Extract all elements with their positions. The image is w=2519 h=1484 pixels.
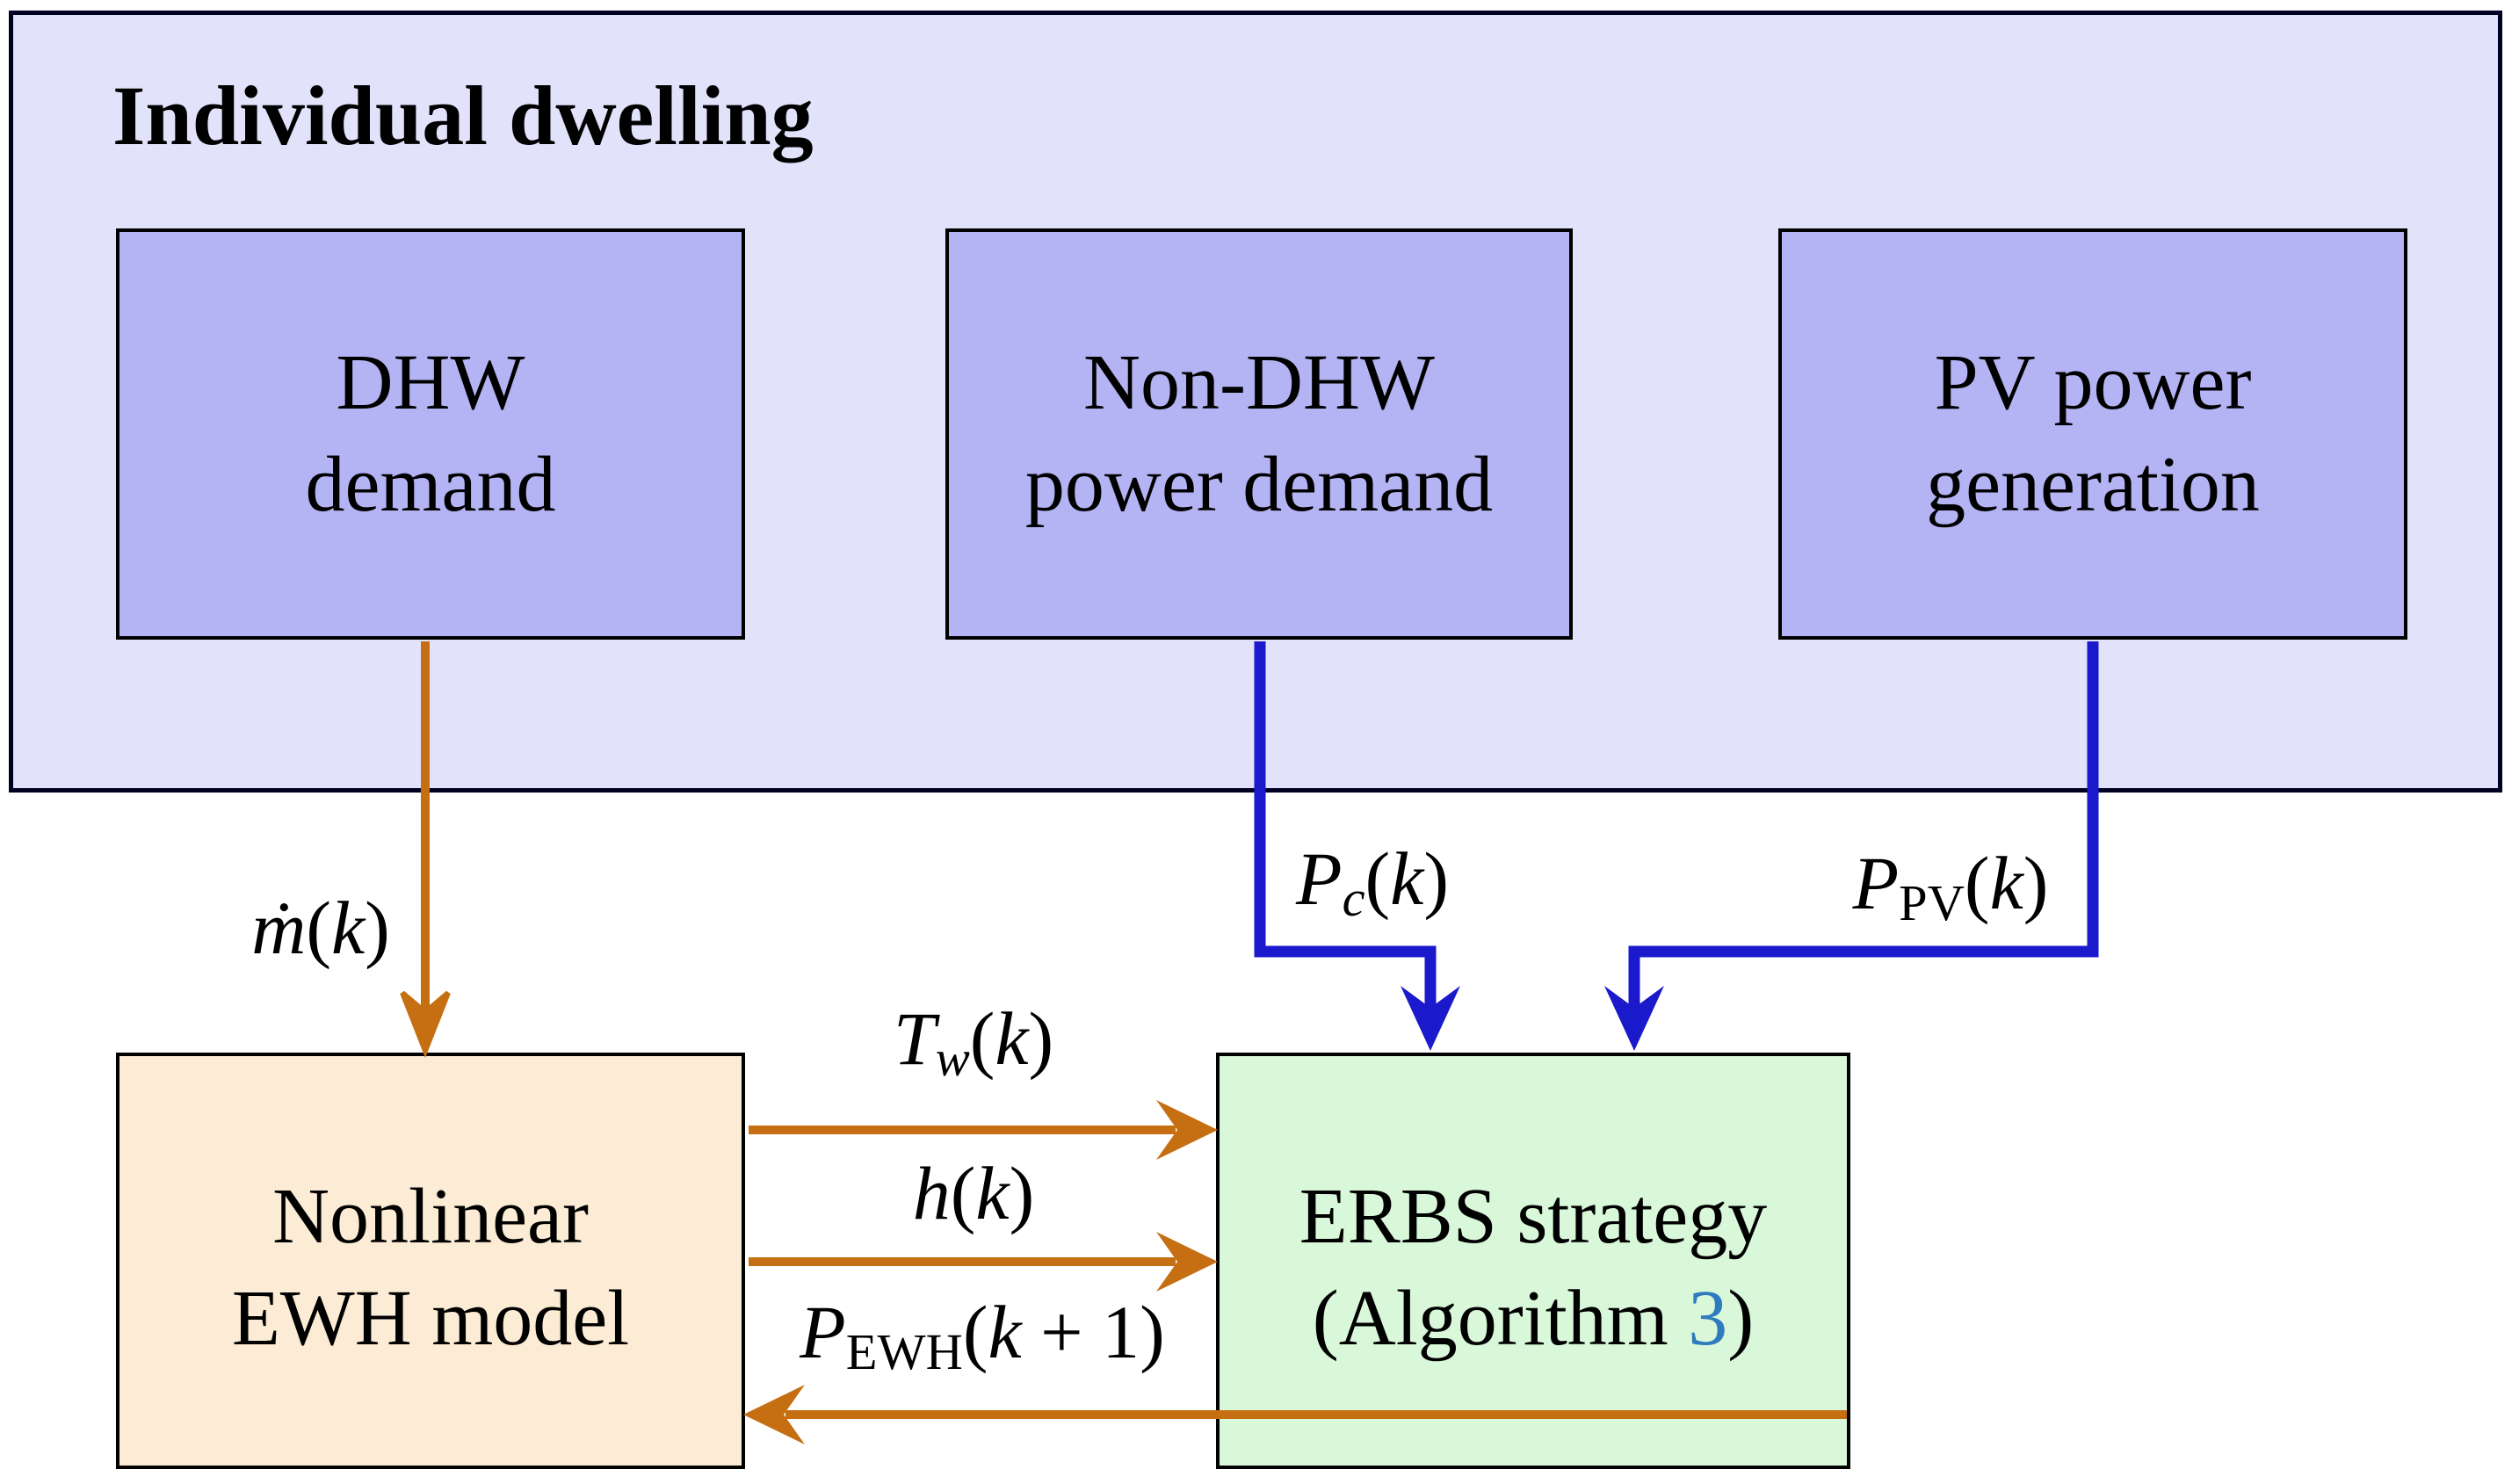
pc-signal-label: Pc(k) xyxy=(1296,836,1449,927)
mdot-signal-label: ṁ(k) xyxy=(251,886,390,970)
dwelling-title: Individual dwelling xyxy=(112,69,814,163)
pc-base: P xyxy=(1296,836,1343,921)
ppv-base: P xyxy=(1852,841,1900,925)
pv-power-generation-box: PV power generation xyxy=(1778,228,2407,640)
erbs-algorithm-close-paren: ) xyxy=(1727,1275,1755,1362)
non-dhw-label-line2: power demand xyxy=(1024,441,1494,528)
ewh-label-line2: EWH model xyxy=(231,1275,630,1362)
dhw-demand-label-line1: DHW xyxy=(336,339,525,426)
erbs-strategy-box: ERBS strategy (Algorithm 3) xyxy=(1216,1053,1850,1469)
h-arrowhead xyxy=(1156,1232,1218,1292)
pv-label-line1: PV power xyxy=(1934,339,2252,426)
tw-arrowhead xyxy=(1156,1100,1218,1160)
erbs-label-line1: ERBS strategy xyxy=(1299,1173,1768,1260)
ewh-label-line1: Nonlinear xyxy=(272,1173,589,1260)
tw-signal-label: Tw(k) xyxy=(893,996,1054,1087)
h-signal-label: h(k) xyxy=(912,1151,1035,1235)
ppv-arrowhead xyxy=(1604,986,1664,1051)
pewh-arrowhead xyxy=(743,1385,805,1444)
mdot-base: ṁ xyxy=(251,886,307,970)
erbs-label-line2: (Algorithm 3) xyxy=(1313,1268,1754,1370)
erbs-algorithm-text: (Algorithm xyxy=(1312,1275,1689,1362)
tw-base: T xyxy=(893,996,936,1081)
non-dhw-power-demand-box: Non-DHW power demand xyxy=(945,228,1573,640)
dhw-demand-box: DHW demand xyxy=(116,228,745,640)
ppv-signal-label: PPV(k) xyxy=(1852,841,2049,931)
pv-label-line2: generation xyxy=(1926,441,2260,528)
mdot-arrowhead-fill xyxy=(400,990,451,1059)
nonlinear-ewh-model-box: Nonlinear EWH model xyxy=(116,1053,745,1469)
erbs-algorithm-ref-number: 3 xyxy=(1688,1275,1728,1362)
pewh-signal-label: PEWH(k + 1) xyxy=(800,1290,1165,1380)
pewh-base: P xyxy=(800,1290,846,1374)
non-dhw-label-line1: Non-DHW xyxy=(1083,339,1435,426)
h-base: h xyxy=(912,1151,951,1235)
mdot-arrowhead xyxy=(402,993,448,1051)
dhw-demand-label-line2: demand xyxy=(305,441,556,528)
pc-arrowhead xyxy=(1401,986,1460,1051)
